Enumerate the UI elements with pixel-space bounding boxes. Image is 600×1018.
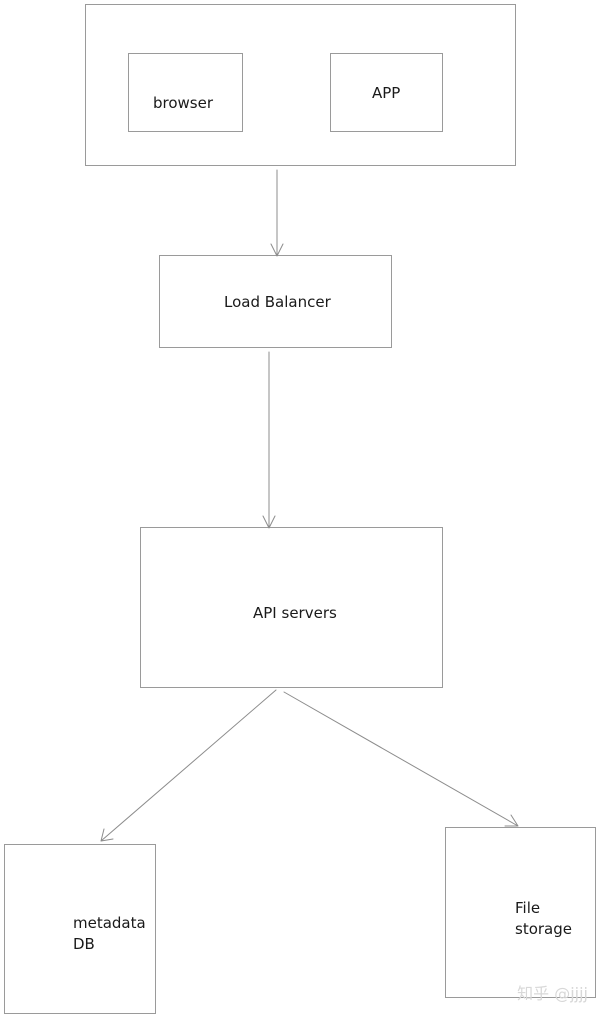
- app-label: APP: [372, 84, 401, 102]
- arrow-lb-to-api: [262, 351, 276, 529]
- file-storage-node: [445, 827, 596, 998]
- arrow-api-to-metadata-db: [100, 689, 277, 842]
- api-servers-node: [140, 527, 443, 688]
- api-servers-label: API servers: [253, 604, 337, 622]
- app-node: [330, 53, 443, 132]
- metadata-db-label-line2: DB: [73, 935, 95, 953]
- load-balancer-node: [159, 255, 392, 348]
- arrow-api-to-file-storage: [283, 691, 519, 827]
- browser-label: browser: [153, 94, 214, 112]
- file-storage-label-line2: storage: [515, 920, 572, 938]
- load-balancer-label: Load Balancer: [224, 293, 331, 311]
- file-storage-label-line1: File: [515, 899, 541, 917]
- metadata-db-node: [4, 844, 156, 1014]
- browser-node: [128, 53, 243, 132]
- metadata-db-label-line1: metadata: [73, 914, 146, 932]
- arrow-clients-to-lb: [270, 169, 284, 257]
- watermark-text: 知乎 @jjjj: [517, 984, 588, 1003]
